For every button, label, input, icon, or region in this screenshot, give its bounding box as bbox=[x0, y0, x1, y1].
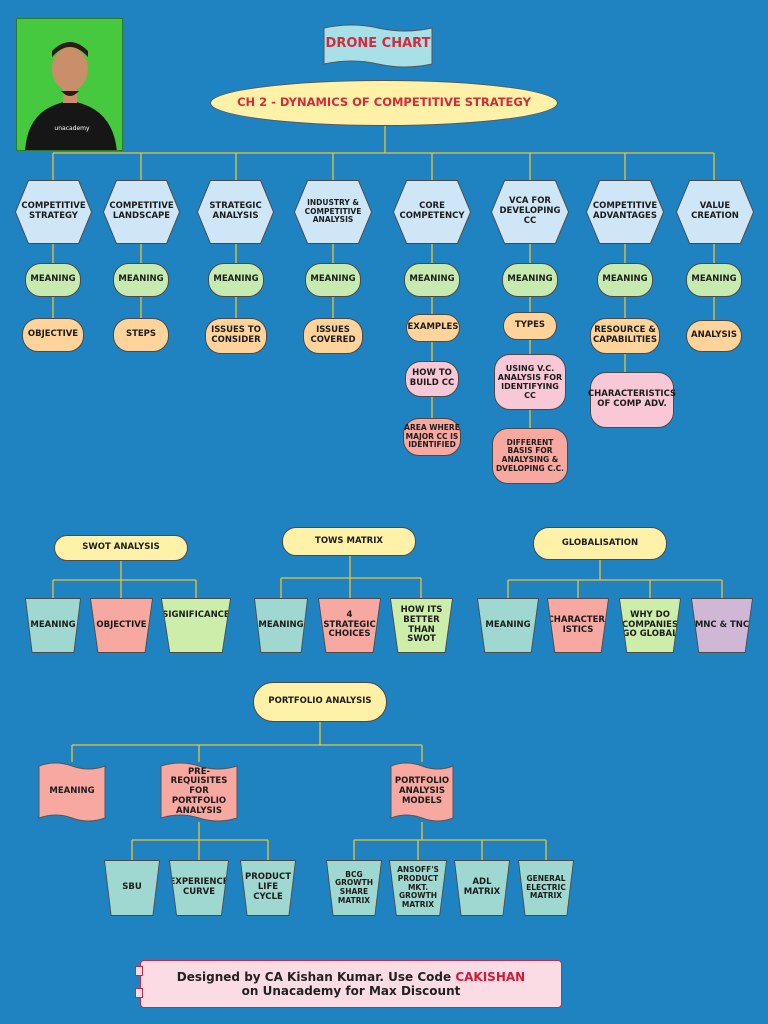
node-swot-objective: OBJECTIVE bbox=[91, 599, 152, 652]
node-swot: SWOT ANALYSIS bbox=[54, 535, 188, 561]
node-adl: ADL MATRIX bbox=[455, 861, 509, 915]
node-glob-meaning: MEANING bbox=[478, 599, 538, 652]
chapter-title: CH 2 - DYNAMICS OF COMPETITIVE STRATEGY bbox=[210, 80, 558, 126]
node-ge: GENERAL ELECTRIC MATRIX bbox=[519, 861, 573, 915]
node-vca-types: TYPES bbox=[503, 312, 557, 340]
node-tows: TOWS MATRIX bbox=[282, 527, 416, 556]
node-ca-characteristics: CHARACTERISTICS OF COMP ADV. bbox=[588, 372, 676, 428]
node-ia-meaning: MEANING bbox=[305, 263, 361, 297]
node-cc-meaning: MEANING bbox=[404, 263, 460, 297]
node-glob-characteristics: CHARACTER-ISTICS bbox=[548, 599, 608, 652]
footer-line-1: Designed by CA Kishan Kumar. Use Code CA… bbox=[177, 970, 525, 984]
node-vca-basis: DIFFERENT BASIS FOR ANALYSING & DVELOPIN… bbox=[492, 428, 568, 484]
node-cl-meaning: MEANING bbox=[113, 263, 169, 297]
node-cs-objective: OBJECTIVE bbox=[22, 318, 84, 352]
node-sbu: SBU bbox=[105, 861, 159, 915]
footer-code: CAKISHAN bbox=[455, 970, 526, 984]
node-vca-meaning: MEANING bbox=[502, 263, 558, 297]
node-portfolio-meaning: MEANING bbox=[49, 786, 95, 797]
node-cl-steps: STEPS bbox=[113, 318, 169, 352]
node-value-creation: VALUE CREATION bbox=[677, 181, 753, 243]
node-portfolio-models: PORTFOLIO ANALYSIS MODELS bbox=[394, 776, 450, 806]
person-icon bbox=[25, 42, 117, 150]
node-cs-meaning: MEANING bbox=[25, 263, 81, 297]
node-ca-meaning: MEANING bbox=[597, 263, 653, 297]
node-industry-analysis: INDUSTRY & COMPETITIVE ANALYSIS bbox=[295, 181, 371, 243]
chapter-title-text: CH 2 - DYNAMICS OF COMPETITIVE STRATEGY bbox=[237, 95, 531, 110]
node-plc: PRODUCT LIFE CYCLE bbox=[241, 861, 295, 915]
node-competitive-landscape: COMPETITIVE LANDSCAPE bbox=[104, 181, 179, 243]
node-competitive-strategy: COMPETITIVE STRATEGY bbox=[16, 181, 91, 243]
page-title: DRONE CHART bbox=[325, 35, 431, 51]
node-glob-mnc: MNC & TNC bbox=[692, 599, 752, 652]
flag-prereq bbox=[160, 762, 238, 822]
node-ia-issues: ISSUES COVERED bbox=[303, 318, 363, 354]
photo-caption: unacademy bbox=[54, 124, 90, 132]
footer-prefix: Designed by CA Kishan Kumar. Use Code bbox=[176, 970, 456, 984]
flag-models bbox=[390, 762, 454, 822]
node-tows-better: HOW ITS BETTER THAN SWOT bbox=[391, 599, 452, 652]
node-experience-curve: EXPERIENCE CURVE bbox=[170, 861, 228, 915]
node-core-competency: CORE COMPETENCY bbox=[394, 181, 470, 243]
footer-tab-left-bottom bbox=[135, 988, 143, 998]
node-strategic-analysis: STRATEGIC ANALYSIS bbox=[198, 181, 273, 243]
node-cc-examples: EXAMPLES bbox=[406, 314, 460, 342]
node-competitive-advantages: COMPETITIVE ADVANTAGES bbox=[587, 181, 663, 243]
node-ansoff: ANSOFF'S PRODUCT MKT. GROWTH MATRIX bbox=[390, 861, 446, 915]
node-ca-resource: RESOURCE & CAPABILITIES bbox=[590, 318, 660, 354]
node-vca: VCA FOR DEVELOPING CC bbox=[492, 181, 568, 243]
node-bcg: BCG GROWTH SHARE MATRIX bbox=[327, 861, 381, 915]
node-swot-meaning: MEANING bbox=[26, 599, 80, 652]
node-tows-meaning: MEANING bbox=[255, 599, 307, 652]
node-vca-using: USING V.C. ANALYSIS FOR IDENTIFYING CC bbox=[494, 354, 566, 410]
node-cc-area: AREA WHERE MAJOR CC IS IDENTIFIED bbox=[403, 418, 461, 456]
node-cc-how-to-build: HOW TO BUILD CC bbox=[405, 361, 459, 397]
node-portfolio-prereq: PRE-REQUISITES FOR PORTFOLIO ANALYSIS bbox=[170, 766, 228, 816]
node-sa-issues: ISSUES TO CONSIDER bbox=[205, 318, 267, 354]
node-swot-significance: SIGNIFICANCE bbox=[162, 599, 230, 652]
node-tows-choices: 4 STRATEGIC CHOICES bbox=[319, 599, 380, 652]
node-glob-why: WHY DO COMPANIES GO GLOBAL bbox=[620, 599, 680, 652]
footer-credit: Designed by CA Kishan Kumar. Use Code CA… bbox=[140, 960, 562, 1008]
node-sa-meaning: MEANING bbox=[208, 263, 264, 297]
node-vc-analysis: ANALYSIS bbox=[686, 320, 742, 352]
node-globalisation: GLOBALISATION bbox=[533, 527, 667, 560]
flag-meaning bbox=[38, 762, 106, 822]
presenter-photo: unacademy bbox=[16, 18, 123, 151]
footer-line-2: on Unacademy for Max Discount bbox=[241, 984, 461, 998]
node-vc-meaning: MEANING bbox=[686, 263, 742, 297]
title-banner bbox=[323, 24, 433, 68]
node-portfolio: PORTFOLIO ANALYSIS bbox=[253, 682, 387, 722]
footer-tab-left-top bbox=[135, 966, 143, 976]
